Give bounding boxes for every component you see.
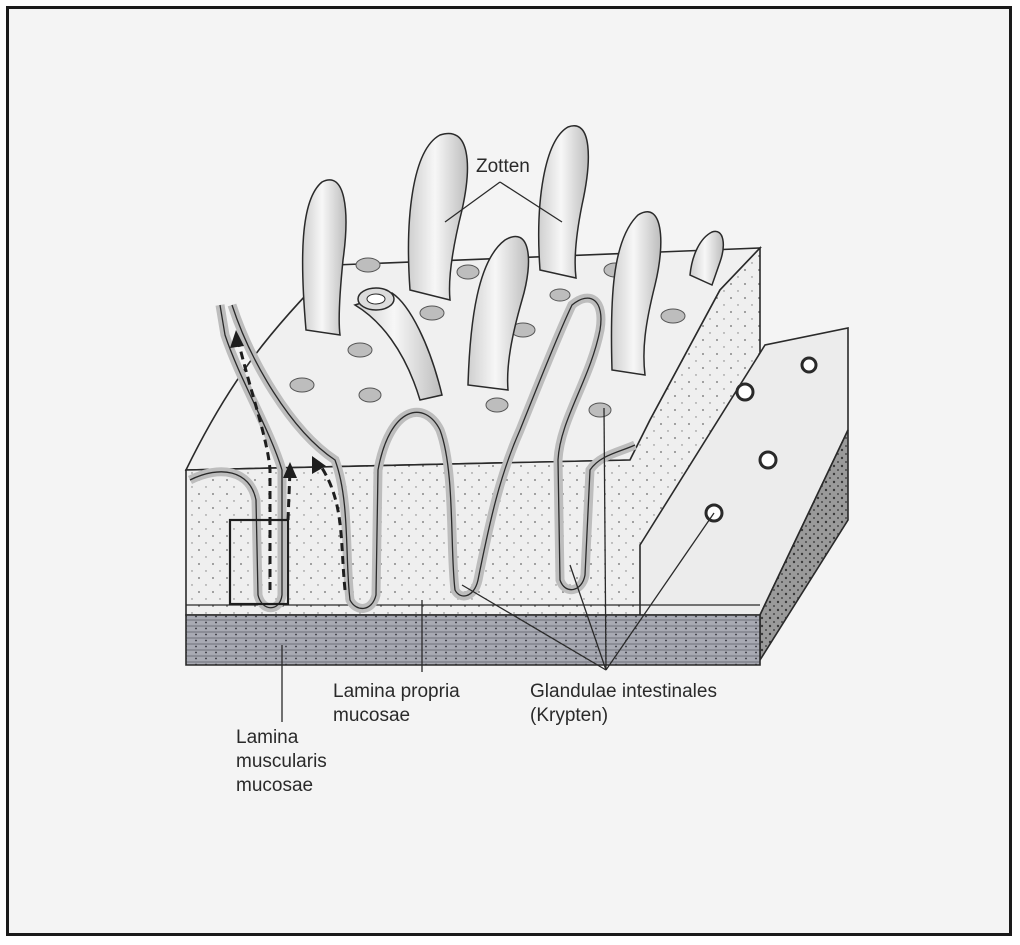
label-muscularis-1: Lamina bbox=[236, 727, 299, 748]
label-lamina-propria-1: Lamina propria bbox=[333, 681, 460, 702]
villus-1 bbox=[303, 180, 346, 335]
muscularis-layer bbox=[186, 615, 760, 665]
label-glandulae-2: (Krypten) bbox=[530, 705, 608, 726]
label-glandulae-1: Glandulae intestinales bbox=[530, 681, 717, 702]
label-lamina-propria-2: mucosae bbox=[333, 705, 410, 726]
label-muscularis-3: mucosae bbox=[236, 775, 313, 796]
label-muscularis-2: muscularis bbox=[236, 751, 327, 772]
label-zotten: Zotten bbox=[476, 156, 530, 177]
